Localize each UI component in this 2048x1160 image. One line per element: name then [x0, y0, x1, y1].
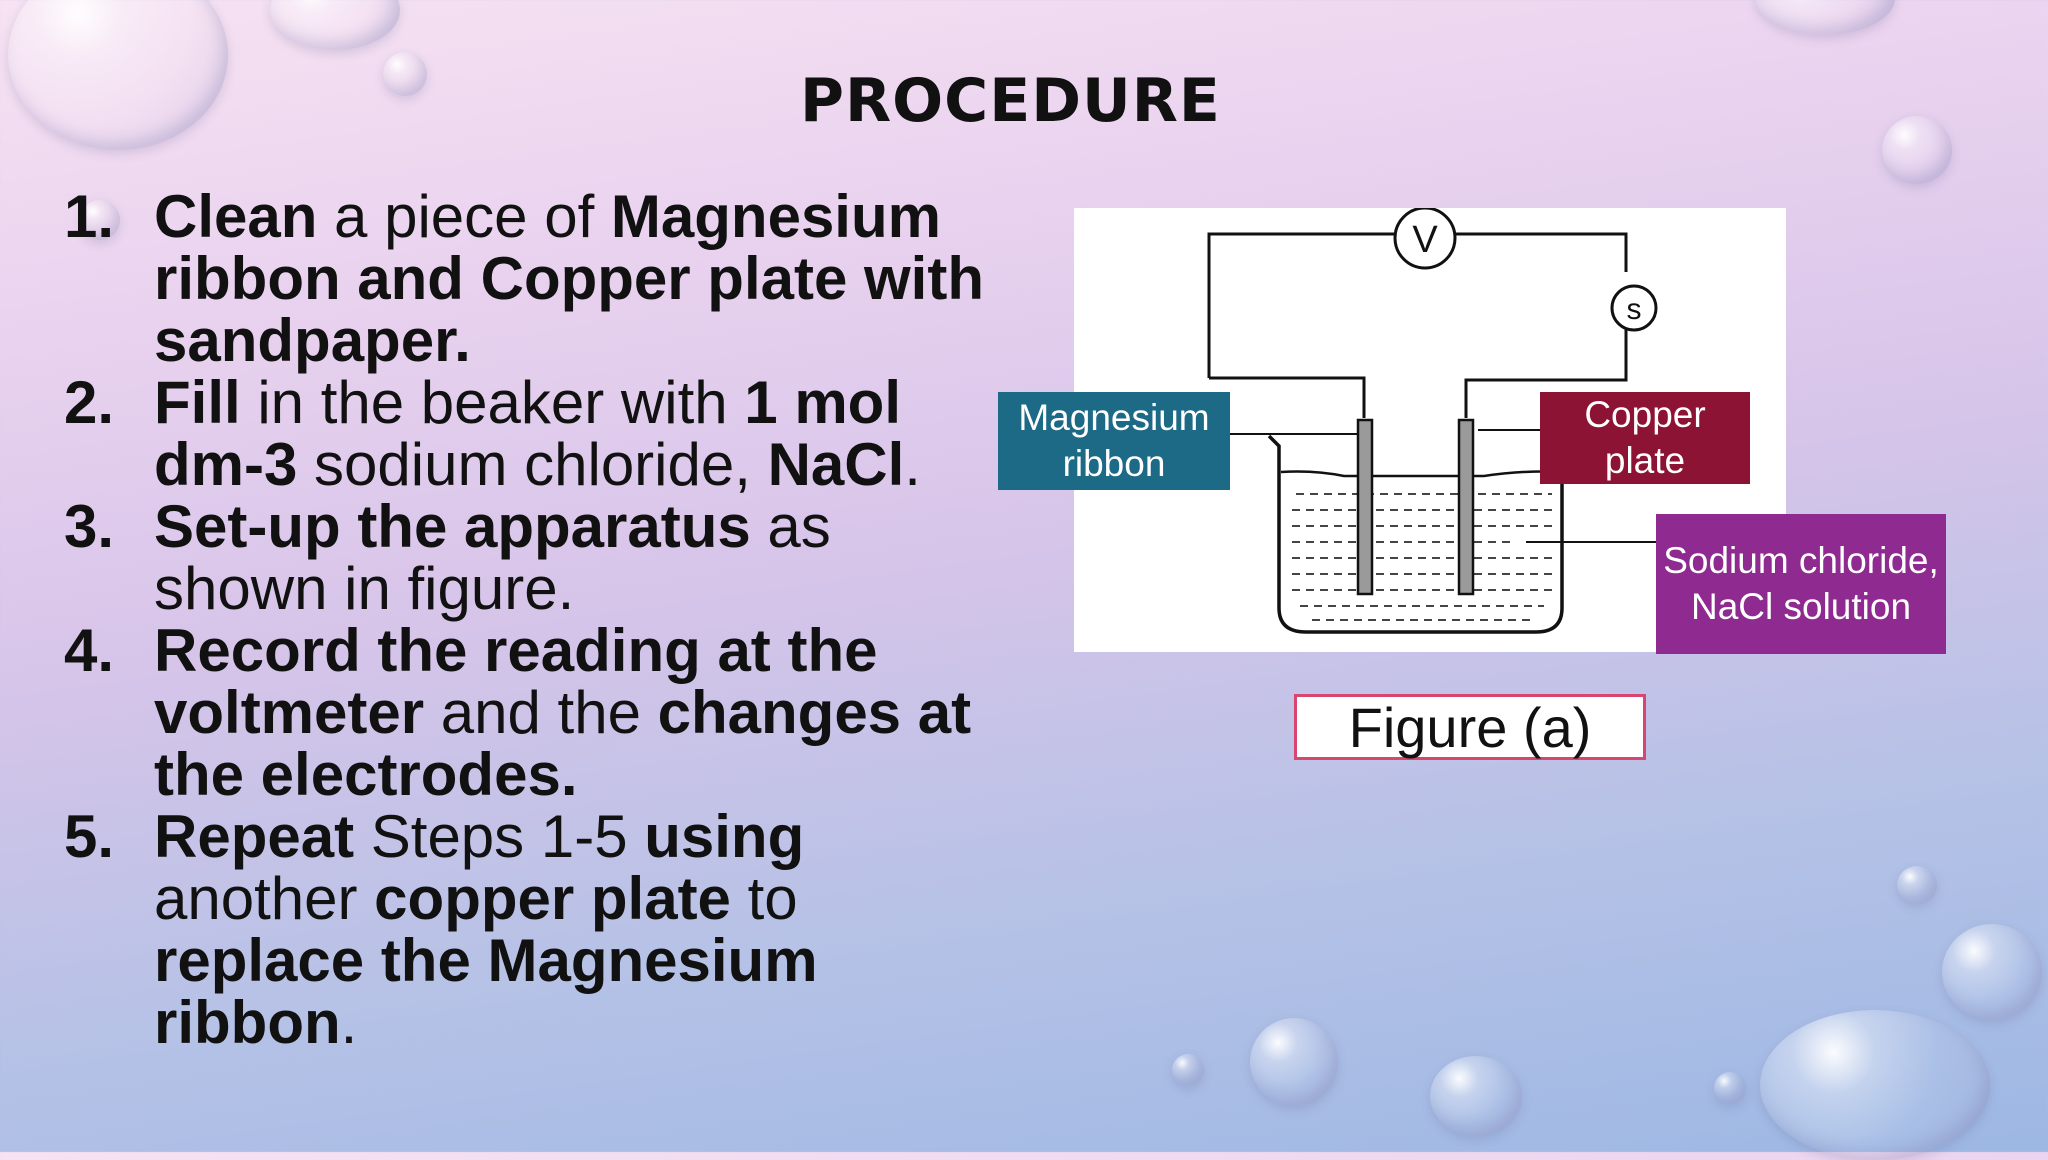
step-plain-text: . — [340, 989, 358, 1056]
voltmeter-symbol: V — [1412, 219, 1438, 261]
water-droplet-decoration — [1942, 924, 2042, 1020]
step-text: Record the reading at the voltmeter and … — [154, 617, 971, 808]
switch-symbol: s — [1627, 293, 1642, 326]
water-droplet-decoration — [383, 52, 427, 96]
water-droplet-decoration — [1250, 1018, 1338, 1106]
water-droplet-decoration — [1430, 1056, 1522, 1136]
step-plain-text: in the beaker with — [240, 369, 745, 436]
procedure-step: 4. Record the reading at the voltmeter an… — [64, 620, 1004, 806]
solution-surface — [1280, 470, 1561, 478]
step-bold-text: Record the reading at the voltmeter — [154, 617, 878, 746]
step-bold-text: replace the Magnesium ribbon — [154, 927, 818, 1056]
step-plain-text: sodium chloride, — [297, 431, 768, 498]
step-bold-text: Magnesium ribbon and Copper plate with s… — [154, 183, 984, 374]
step-bold-text: Set-up the apparatus — [154, 493, 751, 560]
step-plain-text: a piece of — [317, 183, 611, 250]
step-number: 4. — [64, 617, 115, 684]
step-number: 3. — [64, 493, 115, 560]
step-bold-text: Fill — [154, 369, 241, 436]
procedure-steps-list: 1. Clean a piece of Magnesium ribbon and … — [64, 186, 1004, 1054]
water-droplet-decoration — [80, 200, 120, 240]
switch-icon — [1610, 284, 1658, 332]
step-number: 2. — [64, 369, 115, 436]
water-droplet-decoration — [270, 0, 400, 50]
step-bold-text: Repeat — [154, 803, 355, 870]
slide-title: PROCEDURE — [800, 66, 1221, 136]
water-droplet-decoration — [1760, 1010, 1990, 1160]
water-droplet-decoration — [1755, 0, 1895, 35]
step-bold-text: changes at the electrodes. — [154, 679, 972, 808]
step-number: 5. — [64, 803, 115, 870]
procedure-step: 5. Repeat Steps 1-5 using another copper … — [64, 806, 1004, 1054]
sodium-chloride-solution-label: Sodium chloride, NaCl solution — [1656, 514, 1946, 654]
step-bold-text: Clean — [154, 183, 318, 250]
solution-liquid — [1292, 493, 1552, 621]
step-bold-text: copper plate — [374, 865, 731, 932]
step-plain-text: . — [904, 431, 921, 498]
step-bold-text: using — [644, 803, 805, 870]
step-text: Clean a piece of Magnesium ribbon and Co… — [154, 183, 984, 374]
step-text: Set-up the apparatus as shown in figure. — [154, 493, 831, 622]
magnesium-ribbon-label: Magnesium ribbon — [998, 392, 1230, 490]
step-text: Repeat Steps 1-5 using another copper pl… — [154, 803, 818, 1056]
step-plain-text: as shown in figure. — [154, 493, 831, 622]
figure-caption: Figure (a) — [1294, 694, 1646, 760]
water-droplet-decoration — [1172, 1054, 1204, 1086]
water-droplet-decoration — [1882, 116, 1952, 184]
step-number: 1. — [64, 183, 115, 250]
step-plain-text: to — [730, 865, 798, 932]
step-bold-text: 1 mol dm-3 — [154, 369, 902, 498]
procedure-step: 1. Clean a piece of Magnesium ribbon and … — [64, 186, 1004, 372]
step-plain-text: Steps 1-5 — [354, 803, 645, 870]
voltmeter-icon — [1393, 208, 1457, 270]
water-droplet-decoration — [1897, 866, 1937, 904]
step-plain-text: another — [154, 865, 375, 932]
circuit-wire — [1207, 232, 1394, 378]
magnesium-electrode — [1356, 418, 1374, 596]
beaker — [1267, 434, 1574, 634]
step-bold-text: NaCl — [767, 431, 905, 498]
electrochemical-cell-diagram: V s — [1207, 208, 1658, 634]
step-plain-text: and the — [424, 679, 658, 746]
circuit-wire — [1209, 376, 1366, 418]
water-droplet-decoration — [1714, 1072, 1746, 1104]
water-droplet-decoration — [8, 0, 228, 150]
circuit-wire — [1456, 232, 1628, 272]
copper-electrode — [1457, 418, 1475, 596]
procedure-step: 2. Fill in the beaker with 1 mol dm-3 sod… — [64, 372, 1004, 496]
copper-plate-label: Copper plate — [1540, 392, 1750, 484]
procedure-step: 3. Set-up the apparatus as shown in figur… — [64, 496, 1004, 620]
step-text: Fill in the beaker with 1 mol dm-3 sodiu… — [154, 369, 921, 498]
